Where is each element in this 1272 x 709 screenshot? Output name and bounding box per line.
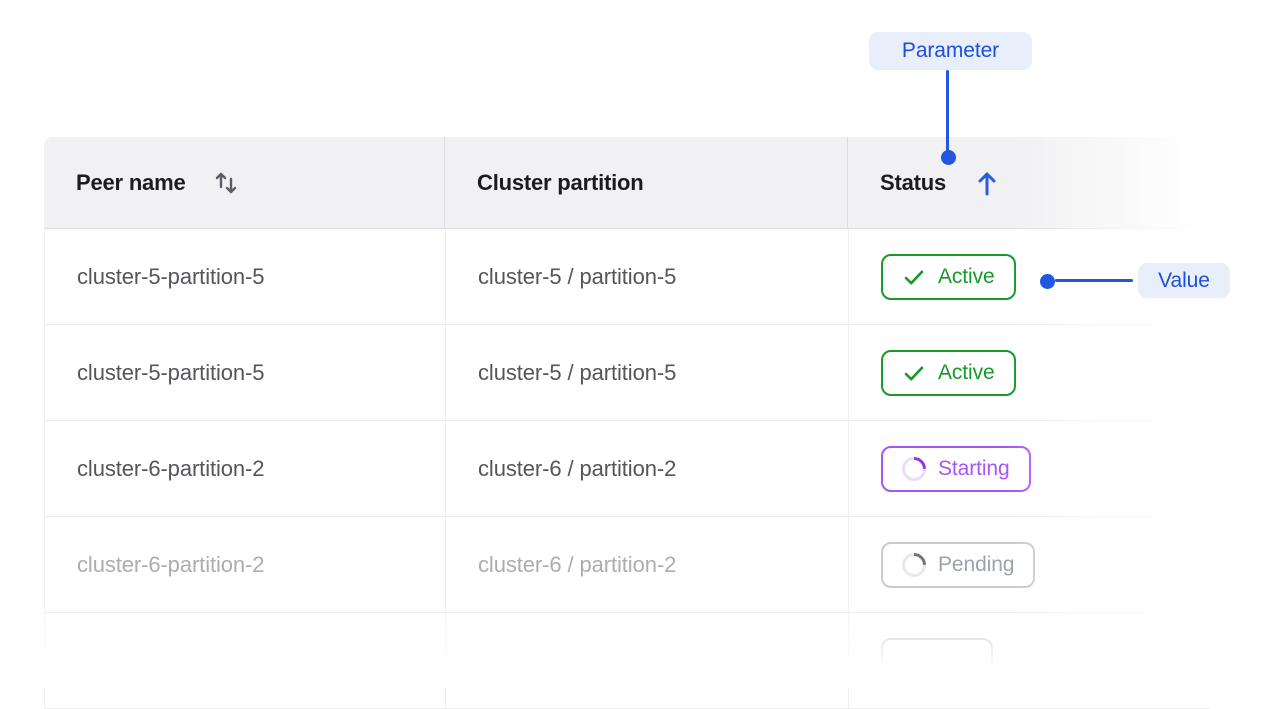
parameter-callout-label: Parameter [901,39,1000,62]
check-icon [902,361,926,385]
cell-status: Active [849,325,1210,420]
table-row: cluster-5-partition-5 cluster-5 / partit… [45,229,1210,325]
spinner-icon [897,451,931,486]
cell-status: Starting [849,421,1210,516]
table-row: cluster-6-partition-2 cluster-6 / partit… [45,421,1210,517]
sort-ascending-icon[interactable] [976,169,998,197]
column-header-cluster-partition[interactable]: Cluster partition [445,137,848,228]
status-badge: Pending [881,541,1036,588]
status-badge [881,637,993,684]
column-header-label: Status [880,169,947,195]
value-connector-dot [1040,274,1055,289]
status-badge-label: Active [938,264,995,288]
table-row: cluster-5-partition-5 cluster-5 / partit… [45,325,1210,421]
value-connector-line [1055,279,1133,282]
cell-peer-name: cluster-6-partition-2 [45,421,446,516]
cell-status [849,613,1210,708]
column-header-label: Peer name [76,169,186,195]
cell-peer-name [45,613,446,708]
parameter-callout-chip: Parameter [869,32,1032,70]
cell-cluster-partition: cluster-6 / partition-2 [446,421,849,516]
column-header-peer-name[interactable]: Peer name [44,137,445,228]
cell-peer-name: cluster-5-partition-5 [45,229,446,324]
cell-cluster-partition: cluster-5 / partition-5 [446,229,849,324]
status-badge: Starting [881,445,1031,492]
status-badge-label: Pending [938,552,1015,576]
cell-status: Active [849,229,1210,324]
check-icon [902,265,926,289]
cell-cluster-partition: cluster-5 / partition-5 [446,325,849,420]
table-body: cluster-5-partition-5 cluster-5 / partit… [44,229,1210,709]
cell-status: Pending [849,517,1210,612]
table-row [45,613,1210,709]
status-badge-label: Starting [938,456,1010,480]
cell-cluster-partition [446,613,849,708]
status-badge: Active [881,253,1016,300]
table-row: cluster-6-partition-2 cluster-6 / partit… [45,517,1210,613]
cell-peer-name: cluster-5-partition-5 [45,325,446,420]
spinner-icon [897,547,931,582]
column-header-label: Cluster partition [477,169,644,195]
status-badge: Active [881,349,1016,396]
peers-table: Peer name Cluster partition Status clust… [44,137,1210,709]
cell-peer-name: cluster-6-partition-2 [45,517,446,612]
table-header-row: Peer name Cluster partition Status [44,137,1210,229]
status-badge-label: Active [938,360,995,384]
value-callout-label: Value [1158,268,1210,292]
cell-cluster-partition: cluster-6 / partition-2 [446,517,849,612]
column-header-status[interactable]: Status [848,137,1210,228]
parameter-connector-dot [941,150,956,165]
value-callout-chip: Value [1138,263,1230,298]
sort-both-icon[interactable] [212,169,240,197]
parameter-connector-line [946,70,949,151]
